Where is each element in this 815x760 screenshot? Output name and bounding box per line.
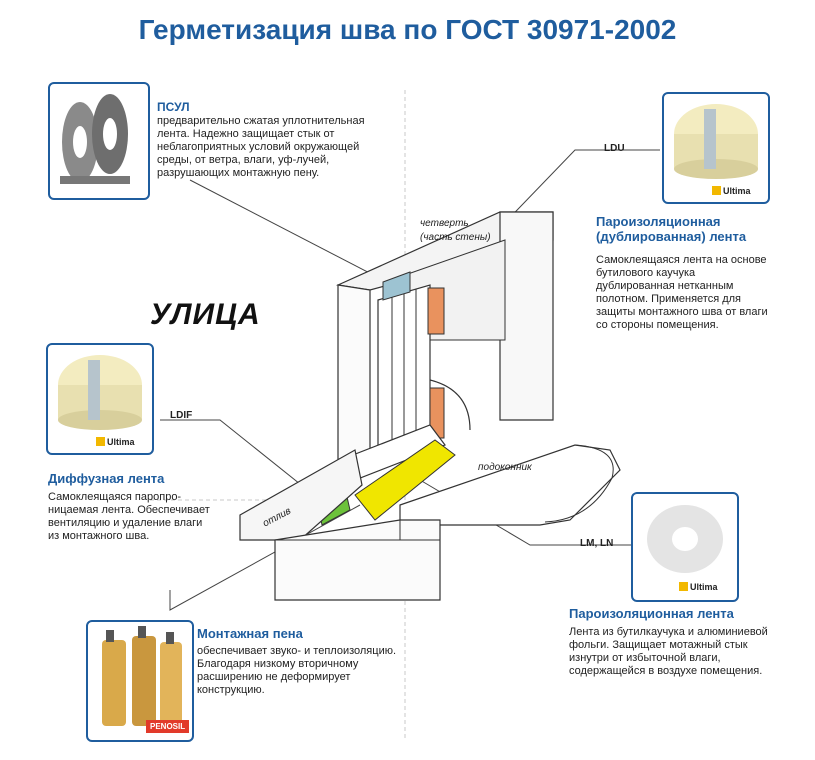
foam-can-icon: [102, 626, 182, 726]
ldif-text: Самоклеящаяся паропро-ницаемая лента. Об…: [48, 491, 210, 542]
ldu-photo: Ultima: [662, 92, 770, 204]
ldu-brand: Ultima: [712, 186, 751, 196]
reveal-arc: [429, 379, 471, 431]
psul-tape-roll-icon: [60, 94, 130, 184]
lm-brand: Ultima: [679, 582, 718, 592]
psul-heading: ПСУЛ: [157, 100, 190, 114]
foam-layer: [354, 439, 456, 521]
ldu-code: LDU: [604, 143, 625, 154]
ultima-tape-roll-icon: [58, 355, 142, 430]
ldif-brand: Ultima: [96, 437, 135, 447]
foam-brand: PENOSIL: [146, 720, 190, 733]
sill-label: подоконник: [478, 462, 532, 473]
psul-photo: [48, 82, 150, 200]
outside-label: УЛИЦА: [150, 298, 261, 331]
foam-photo: PENOSIL: [86, 620, 194, 742]
quarter-sublabel: (часть стены): [420, 232, 491, 243]
ultima-tape-roll-icon: [647, 505, 723, 573]
ldu-heading: Пароизоляционная(дублированная) лента: [596, 214, 747, 244]
page-title: Герметизация шва по ГОСТ 30971-2002: [138, 14, 677, 45]
lm-code: LM, LN: [580, 538, 614, 549]
drip-sill: [239, 449, 363, 541]
foam-heading: Монтажная пена: [197, 626, 303, 641]
lm-heading: Пароизоляционная лента: [569, 606, 734, 621]
ldif-heading: Диффузная лента: [48, 471, 165, 486]
foam-text: обеспечивает звуко- и теплоизоляцию.Благ…: [197, 645, 397, 696]
psul-tape: [382, 271, 411, 301]
lm-photo: Ultima: [631, 492, 739, 602]
ldif-code: LDIF: [170, 410, 193, 421]
vapor-tape-upper: [427, 287, 445, 335]
ldif-photo: Ultima: [46, 343, 154, 455]
wall-right: [499, 211, 554, 421]
ultima-tape-roll-icon: [674, 104, 758, 179]
wall-front: [337, 284, 371, 471]
quarter-label: четверть: [420, 218, 469, 229]
